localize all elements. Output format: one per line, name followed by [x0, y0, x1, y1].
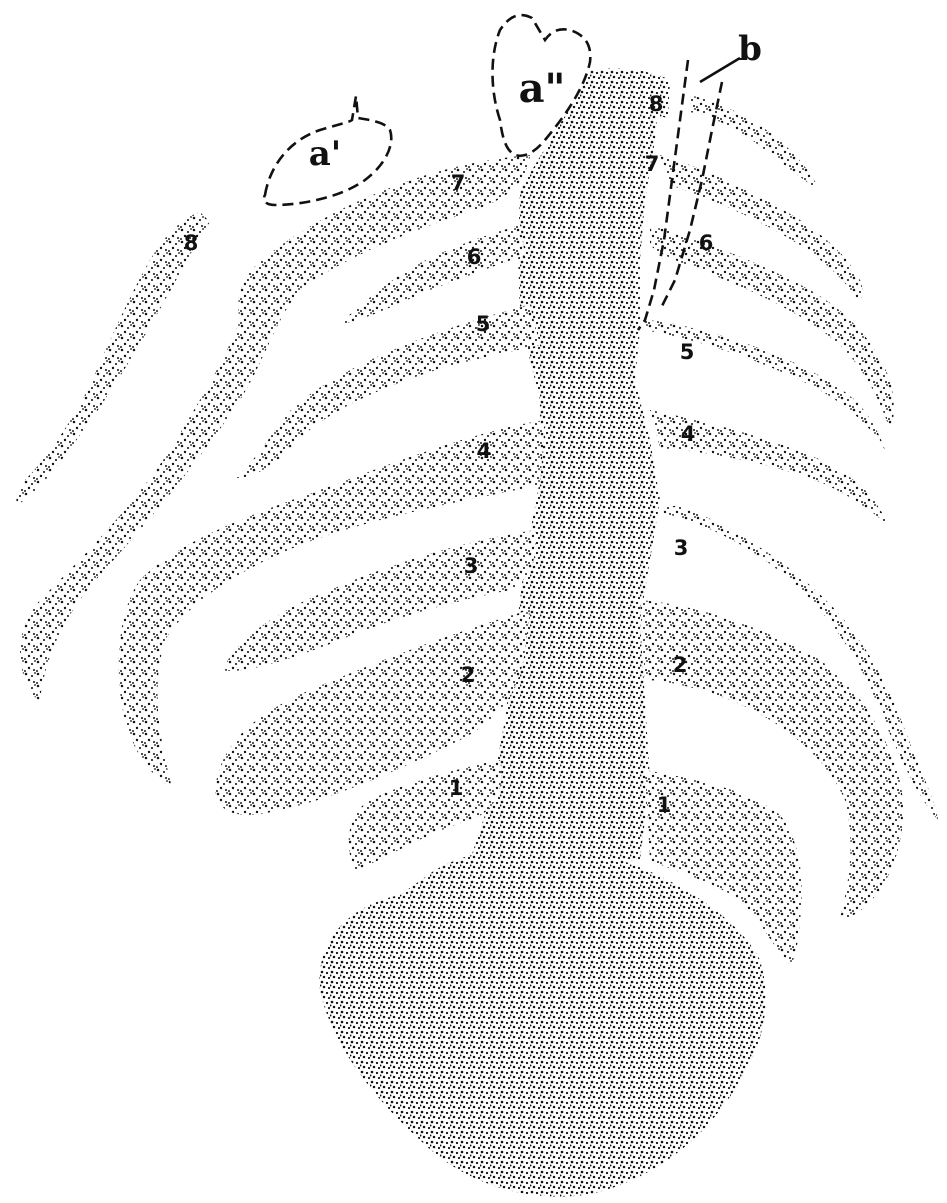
label-right-8: 8: [649, 92, 664, 116]
label-left-1: 1: [449, 776, 464, 800]
label-left-5: 5: [476, 312, 491, 336]
stippled-shapes: [16, 68, 938, 1196]
label-left-3: 3: [464, 554, 479, 578]
label-right-7: 7: [645, 152, 660, 176]
leader-line-b: [700, 58, 740, 82]
label-a-prime: a': [309, 134, 341, 174]
label-left-8: 8: [184, 231, 199, 255]
label-b: b: [738, 29, 762, 69]
label-a-double: a": [519, 65, 566, 112]
label-right-1: 1: [657, 793, 672, 817]
label-right-3: 3: [674, 536, 689, 560]
label-right-4: 4: [681, 422, 696, 446]
label-left-4: 4: [477, 439, 492, 463]
label-right-2: 2: [673, 653, 688, 677]
label-left-6: 6: [467, 245, 482, 269]
bottom-mass: [320, 846, 766, 1197]
label-left-2: 2: [461, 663, 476, 687]
label-right-5: 5: [680, 340, 695, 364]
label-left-7: 7: [451, 171, 466, 195]
label-right-6: 6: [699, 231, 714, 255]
